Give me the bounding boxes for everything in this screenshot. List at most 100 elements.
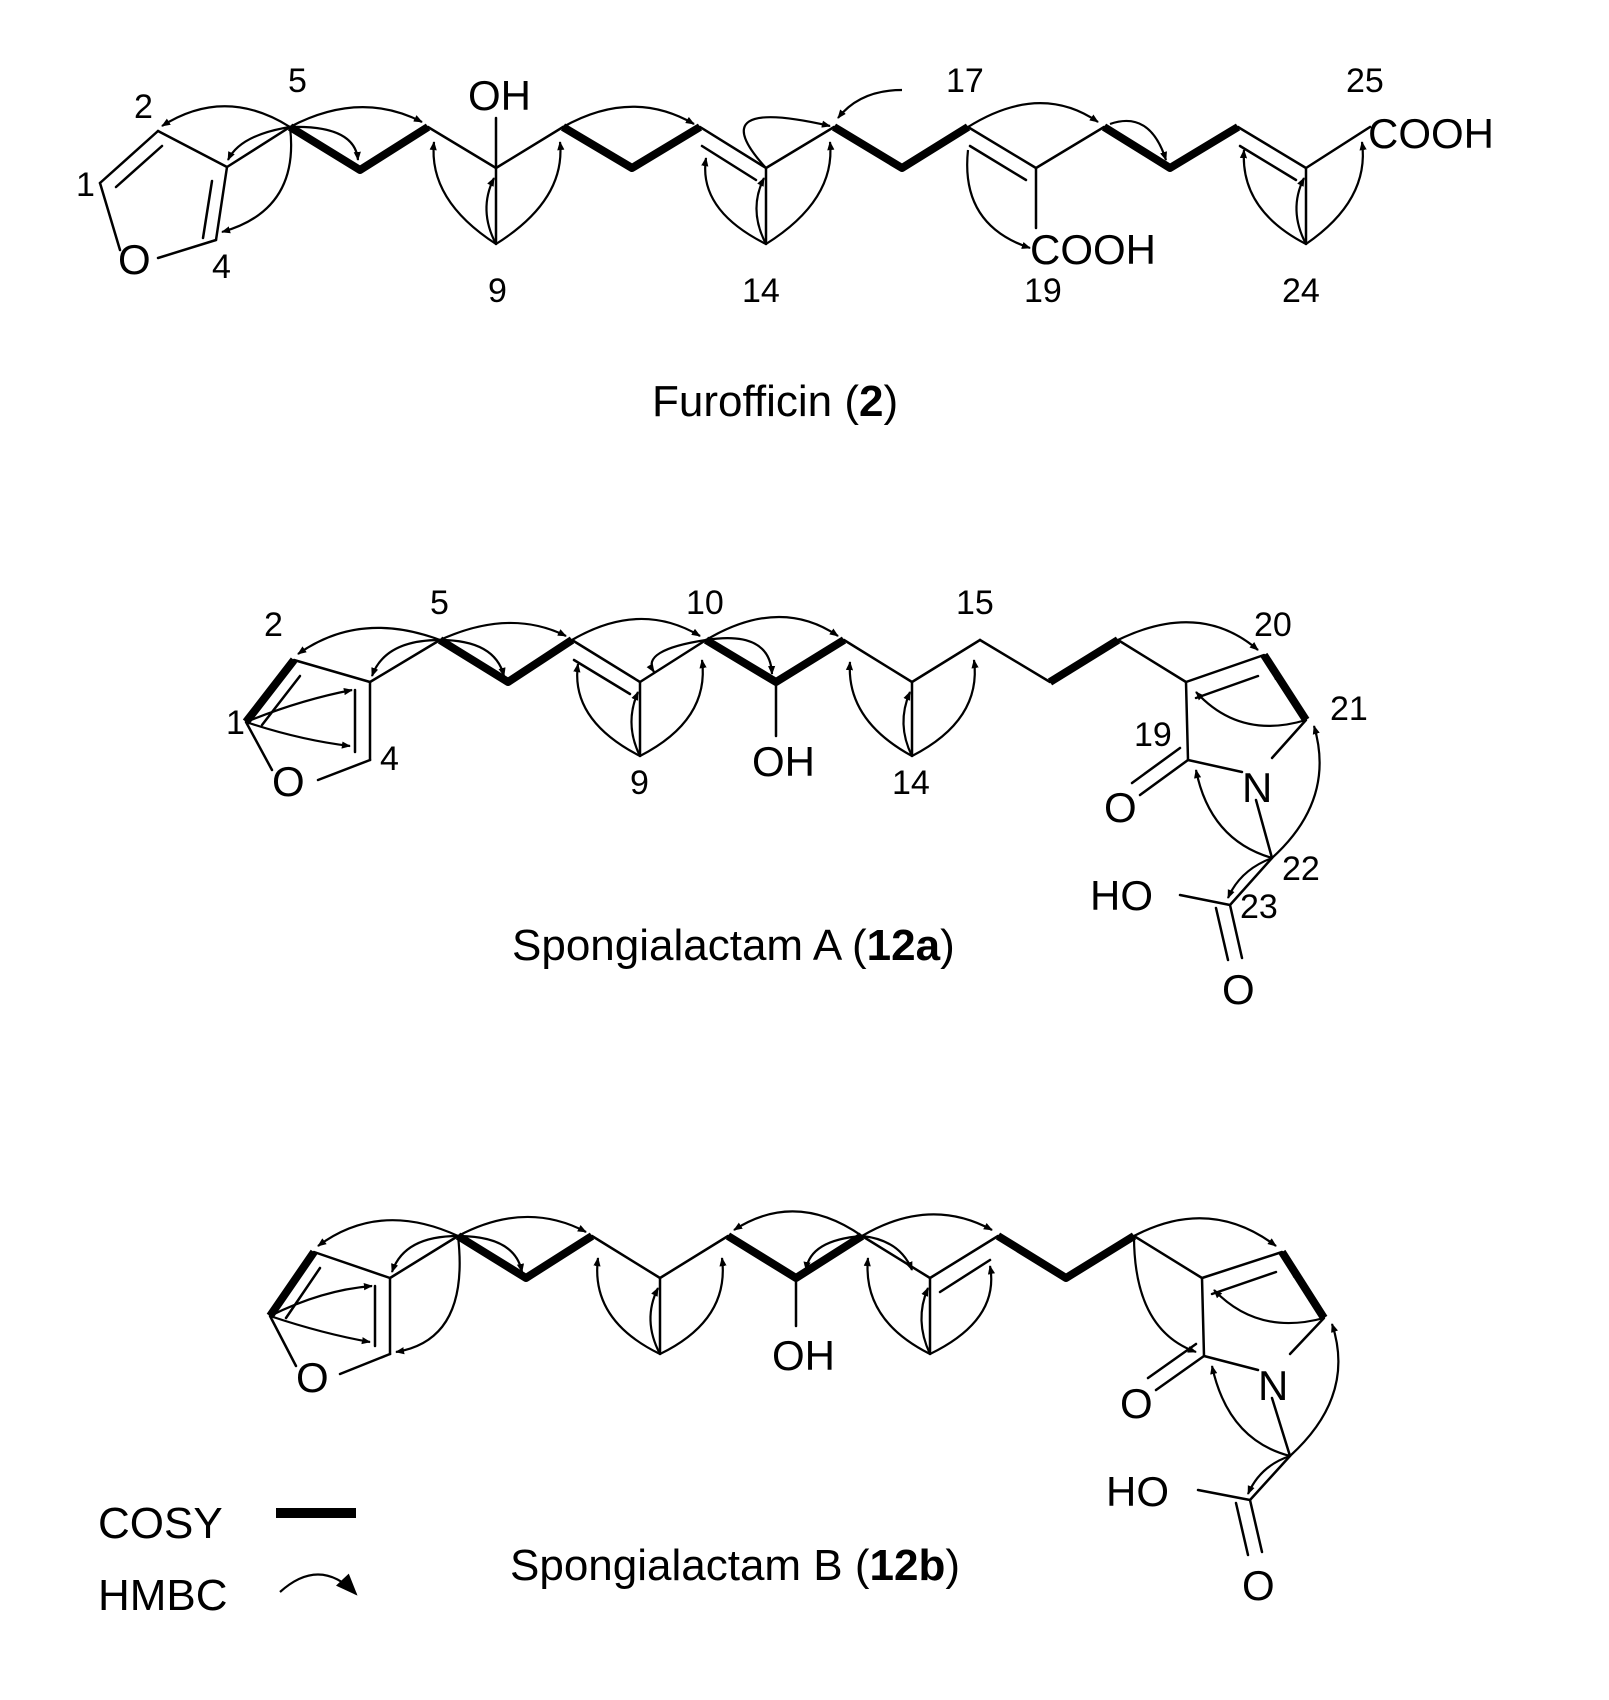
hmbc-arrow [1295,177,1307,245]
hmbc-arrow [370,638,441,677]
hmbc-arrow [837,88,903,119]
spongialactam-a-structure: O OH N O HO O 1 2 4 5 9 10 14 15 19 20 2… [226,584,1368,1013]
hmbc-arrow [571,617,701,641]
hmbc-arrow [705,615,839,641]
hmbc-arrow [920,1287,931,1355]
bond-c23-o-double [1234,1501,1250,1557]
double-c23-c24 [1238,144,1298,182]
bond-c23-ho [1178,893,1232,907]
cosy-c20-c23 [1101,123,1241,172]
lactam-double-inner [1194,674,1260,700]
hydroxyl-label: OH [468,72,531,119]
carbonyl-c19-o-double [1130,746,1182,785]
hydroxyl-label: OH [752,738,815,785]
lactam-bond-c19-c18 [1184,680,1190,762]
atom-number-24: 24 [1282,272,1320,310]
atom-number-4: 4 [380,740,399,778]
hmbc-arrow [733,1210,863,1237]
furan-double-c1-c2 [260,674,302,727]
double-c18-c19 [968,144,1028,182]
bond-c13-c14 [928,1234,1000,1280]
atom-number-1: 1 [76,166,95,204]
atom-number-25: 25 [1346,62,1384,100]
atom-number-19: 19 [1134,716,1172,754]
bond-c3-c5 [225,125,292,169]
atom-number-5: 5 [430,584,449,622]
hmbc-arrow [902,691,913,757]
hmbc-arrow [701,157,767,245]
hmbc-arrow [161,105,291,128]
hmbc-arrow [649,1287,661,1355]
atom-number-14: 14 [742,272,780,310]
atom-number-17: 17 [946,62,984,100]
bond-c22-c23 [1248,1454,1292,1502]
hmbc-arrow [861,1234,914,1271]
legend-cosy-label: COSY [98,1499,223,1548]
hmbc-arrow [911,659,979,757]
furan-double-c3-c4 [201,179,214,240]
bond-n-c22 [1270,1396,1292,1458]
furan-bond-c2-c3 [156,129,229,169]
hmbc-arrow [1305,141,1367,245]
cosy-c5-c8 [287,123,431,174]
hmbc-arrow [646,638,707,673]
cosy-c10-c12 [725,1232,865,1282]
bond-c19-c20 [1034,125,1106,170]
lactam-nitrogen: N [1242,764,1272,811]
bond-c3-c5 [388,1234,460,1280]
hmbc-arrow [1132,1235,1197,1354]
hmbc-arrow [1239,149,1307,245]
cosy-c5-c8 [437,636,575,686]
furan-oxygen: O [118,236,151,283]
bond-c8-c9 [590,1234,662,1280]
legend: COSY HMBC [98,1499,358,1620]
bond-c8-c9 [426,125,498,170]
cooh-25-label: COOH [1368,110,1494,157]
hmbc-arrow [1133,1217,1277,1247]
atom-number-2: 2 [134,88,153,126]
hmbc-arrow [439,621,567,642]
bond-c3-c5 [368,638,442,684]
hmbc-arrow [755,177,767,245]
hmbc-arrow [245,720,351,749]
hmbc-arrow [1271,725,1321,859]
atom-number-21: 21 [1330,690,1368,728]
hmbc-arrow [485,177,497,245]
bond-c13-c14 [698,125,768,170]
furan-bond-o-c1 [268,1314,298,1368]
hmbc-arrow [1194,769,1273,860]
hmbc-arrow [705,637,776,675]
hmbc-arrow [573,663,641,757]
hmbc-arrow [289,125,361,161]
bond-c15-c16 [978,638,1052,684]
atom-number-23: 23 [1240,888,1278,926]
furan-bond-c4-o [156,238,218,260]
bond-c8-c9 [570,638,642,684]
double-c8-c9 [572,658,632,696]
legend-cosy-line [276,1508,356,1518]
lactam-bond-c21-n [1288,1316,1326,1356]
bond-c23-o [1248,1498,1264,1554]
hmbc-arrow [289,106,423,128]
acid-carbonyl-oxygen: O [1222,966,1255,1013]
hydroxyl-label: OH [772,1332,835,1379]
hmbc-arrow [929,1265,996,1355]
furan-double-c1-c2 [284,1266,322,1320]
atom-number-10: 10 [686,584,724,622]
cosy-c14-c17 [995,1232,1137,1282]
atom-number-20: 20 [1254,606,1292,644]
acid-hydroxyl: HO [1090,872,1153,919]
atom-number-9: 9 [488,272,507,310]
hmbc-arrow [861,1213,993,1237]
cosy-c1-c2 [266,1249,318,1319]
hmbc-arrow [659,1257,727,1355]
furan-bond-c3-c4 [214,165,229,242]
carbonyl-c19-o [1138,758,1190,797]
hmbc-arrow [245,687,353,724]
bond-c23-o-double [1214,906,1230,962]
hmbc-arrow [495,141,565,245]
hmbc-arrow [765,141,835,245]
atom-number-19: 19 [1024,272,1062,310]
